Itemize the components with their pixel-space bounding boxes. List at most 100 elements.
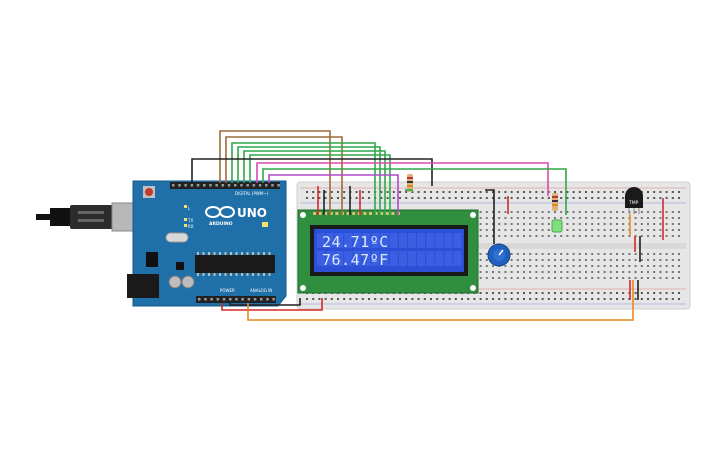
breadboard-hole	[541, 217, 544, 219]
breadboard-hole	[535, 277, 538, 279]
breadboard-hole	[510, 211, 513, 213]
breadboard-hole	[560, 292, 563, 294]
lcd-cell	[435, 233, 444, 248]
breadboard-hole	[671, 211, 674, 213]
breadboard-hole	[616, 197, 618, 199]
breadboard-hole	[616, 271, 618, 273]
breadboard-hole	[485, 259, 488, 261]
breadboard-hole	[616, 223, 618, 225]
breadboard-hole	[678, 235, 680, 237]
wire-brown-2[interactable]	[225, 136, 343, 215]
breadboard-hole	[566, 259, 569, 261]
header-pin	[253, 298, 257, 301]
wire-brown[interactable]	[219, 130, 331, 215]
breadboard-hole	[572, 298, 575, 300]
breadboard-hole	[510, 271, 513, 273]
wires[interactable]	[191, 130, 664, 321]
breadboard-hole	[547, 229, 550, 231]
breadboard-hole	[647, 253, 649, 255]
breadboard-hole	[411, 191, 414, 193]
breadboard-hole	[671, 197, 674, 199]
breadboard-hole	[653, 229, 656, 231]
breadboard-hole	[572, 265, 575, 267]
capacitor-1	[168, 275, 182, 289]
header-pin	[247, 298, 251, 301]
wire-green-4[interactable]	[249, 154, 391, 215]
header-pin	[277, 184, 280, 187]
breadboard-hole	[479, 277, 482, 279]
chip-pin	[252, 273, 254, 276]
breadboard-hole	[585, 211, 587, 213]
tx-label: TX	[187, 218, 193, 223]
breadboard-hole	[492, 223, 494, 225]
wire-magenta[interactable]	[256, 162, 549, 196]
capacitor-2	[181, 275, 195, 289]
green-led[interactable]	[551, 219, 563, 233]
breadboard-hole	[467, 298, 470, 300]
breadboard-hole	[541, 277, 544, 279]
wire-black-pot[interactable]	[485, 189, 495, 244]
breadboard-hole	[380, 298, 383, 300]
breadboard-hole	[622, 277, 625, 279]
breadboard-hole	[535, 265, 538, 267]
reset-button-cap[interactable]	[145, 188, 153, 196]
digital-header[interactable]	[170, 182, 280, 189]
breadboard-hole	[585, 298, 587, 300]
wire-green-led[interactable]	[262, 168, 567, 215]
breadboard-hole	[597, 259, 600, 261]
breadboard-hole	[510, 259, 513, 261]
breadboard-hole	[653, 235, 656, 237]
lcd-cell	[335, 233, 344, 248]
breadboard-hole	[306, 197, 308, 199]
breadboard-hole	[510, 253, 513, 255]
breadboard-hole	[529, 211, 532, 213]
breadboard-hole	[523, 191, 525, 193]
breadboard-hole	[659, 211, 662, 213]
breadboard-hole	[492, 277, 494, 279]
breadboard-hole	[504, 235, 507, 237]
breadboard-hole	[634, 211, 637, 213]
breadboard-hole	[498, 271, 501, 273]
breadboard-hole	[609, 191, 612, 193]
breadboard-hole	[547, 223, 550, 225]
breadboard-hole	[647, 277, 649, 279]
breadboard-hole	[547, 271, 550, 273]
lcd-cell	[453, 233, 462, 248]
breadboard-hole	[330, 197, 333, 199]
breadboard-hole	[578, 265, 581, 267]
arduino-uno-board[interactable]: UNO ARDUINO DIGITAL (PWM~) POWER ANALOG …	[36, 180, 287, 307]
breadboard-hole	[504, 211, 507, 213]
wire-green-2[interactable]	[237, 146, 381, 215]
wire-orange-a0[interactable]	[247, 280, 634, 321]
breadboard-hole	[479, 235, 482, 237]
breadboard-hole	[516, 265, 519, 267]
lcd-cell	[380, 251, 389, 266]
wire-black-gnd[interactable]	[191, 158, 433, 186]
breadboard-hole	[516, 277, 519, 279]
breadboard-hole	[572, 271, 575, 273]
breadboard-hole	[560, 211, 563, 213]
breadboard-hole	[591, 277, 594, 279]
lcd-module[interactable]: 24.71ºC 76.47ºF	[297, 209, 479, 294]
breadboard-hole	[665, 259, 668, 261]
wire-green-3[interactable]	[243, 150, 386, 215]
resistor-2	[552, 193, 558, 211]
breadboard-hole	[516, 253, 519, 255]
wire-green-1[interactable]	[231, 142, 376, 215]
breadboard-hole	[516, 271, 519, 273]
lcd-cell	[389, 251, 398, 266]
wire-red-5v[interactable]	[221, 298, 323, 311]
breadboard-hole	[330, 191, 333, 193]
breadboard-hole	[504, 191, 507, 193]
breadboard-hole	[479, 298, 482, 300]
breadboard-hole	[442, 197, 445, 199]
wire-purple[interactable]	[268, 174, 399, 215]
breadboard-hole	[386, 197, 389, 199]
tmp36-sensor[interactable]: TMP	[625, 187, 643, 214]
breadboard-hole	[516, 235, 519, 237]
wire-black-gnd-bottom[interactable]	[229, 298, 301, 306]
breadboard-hole	[324, 191, 327, 193]
breadboard-hole	[597, 229, 600, 231]
potentiometer[interactable]	[487, 243, 511, 267]
breadboard-hole	[671, 259, 674, 261]
